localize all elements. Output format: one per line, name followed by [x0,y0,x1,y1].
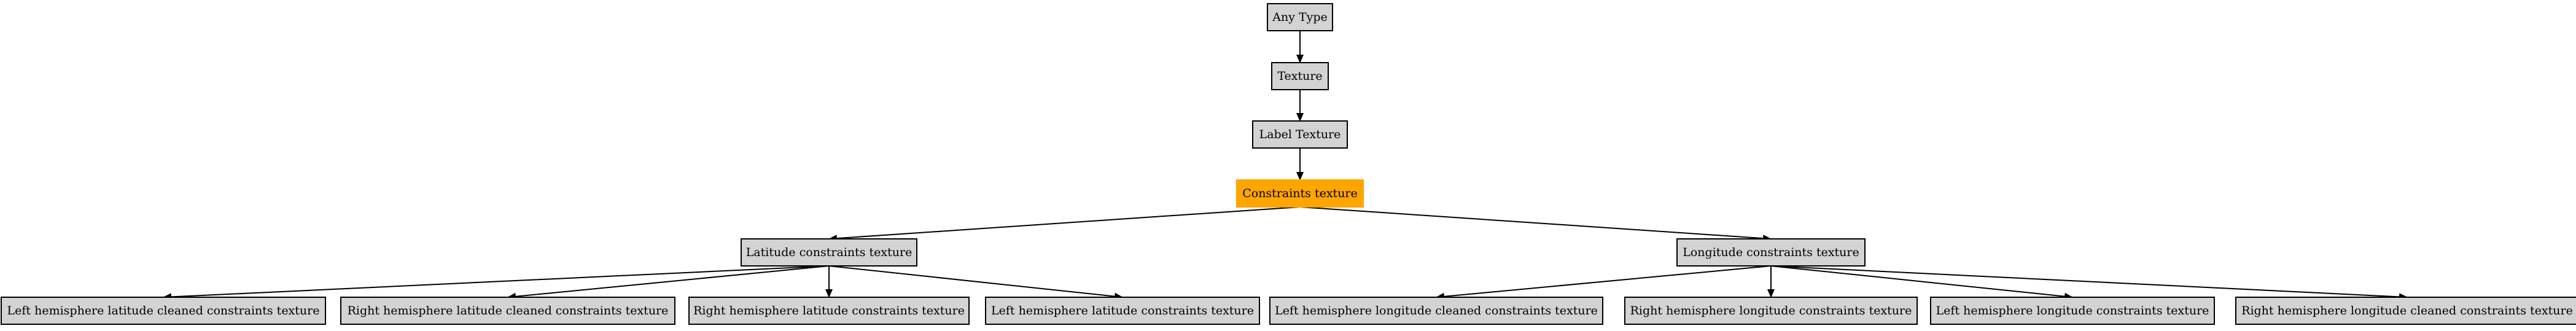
node-box [1930,297,2215,325]
node-box [340,297,675,325]
node-latitude-constraints-texture: Latitude constraints texture [741,238,917,267]
edge-longitude_constraints_texture-to-lh_lon_cleaned [1436,265,1772,300]
node-label: Any Type [1272,10,1328,24]
edge-latitude_constraints_texture-to-lh_lat_cleaned [163,265,830,301]
node-label: Texture [1277,69,1322,83]
node-any-type: Any Type [1267,3,1333,31]
node-texture: Texture [1271,62,1329,90]
node-lh-lon: Left hemisphere longitude constraints te… [1930,297,2215,325]
node-rh-lon-cleaned: Right hemisphere longitude cleaned const… [2235,297,2576,325]
node-label: Latitude constraints texture [746,246,912,259]
node-constraints-texture: Constraints texture [1236,179,1364,208]
node-box [1676,238,1866,267]
node-label: Longitude constraints texture [1683,246,1859,259]
edge-longitude_constraints_texture-to-lh_lon [1770,265,2073,300]
node-box [1271,62,1329,90]
node-box [1236,179,1364,208]
node-label: Right hemisphere latitude cleaned constr… [348,304,669,317]
node-box [1624,297,1918,325]
node-label-texture: Label Texture [1252,120,1348,149]
node-label: Right hemisphere longitude cleaned const… [2241,304,2573,317]
node-label: Left hemisphere longitude constraints te… [1936,304,2209,317]
node-box [2235,297,2576,325]
edge-latitude_constraints_texture-to-rh_lat_cleaned [507,265,830,300]
node-box [741,238,917,267]
node-label: Left hemisphere latitude constraints tex… [991,304,1254,317]
node-label: Left hemisphere longitude cleaned constr… [1275,304,1598,317]
node-rh-lon: Right hemisphere longitude constraints t… [1624,297,1918,325]
node-box [1269,297,1603,325]
node-longitude-constraints-texture: Longitude constraints texture [1676,238,1866,267]
node-box [1,297,326,325]
node-label: Label Texture [1259,128,1341,141]
node-lh-lat-cleaned: Left hemisphere latitude cleaned constra… [1,297,326,325]
edge-longitude_constraints_texture-to-rh_lon_cleaned [1770,265,2408,301]
edges-layer [163,31,2408,301]
edge-latitude_constraints_texture-to-lh_lat [828,265,1123,300]
node-lh-lon-cleaned: Left hemisphere longitude cleaned constr… [1269,297,1603,325]
node-label: Right hemisphere latitude constraints te… [693,304,965,317]
node-box [985,297,1260,325]
node-box [1267,3,1333,31]
edge-constraints_texture-to-longitude_constraints_texture [1299,206,1772,243]
node-lh-lat: Left hemisphere latitude constraints tex… [985,297,1260,325]
edge-constraints_texture-to-latitude_constraints_texture [828,206,1301,243]
node-label: Left hemisphere latitude cleaned constra… [7,304,320,317]
node-label: Constraints texture [1242,187,1358,200]
node-box [688,297,970,325]
node-box [1252,120,1348,149]
node-rh-lat: Right hemisphere latitude constraints te… [688,297,970,325]
node-rh-lat-cleaned: Right hemisphere latitude cleaned constr… [340,297,675,325]
node-label: Right hemisphere longitude constraints t… [1630,304,1912,317]
